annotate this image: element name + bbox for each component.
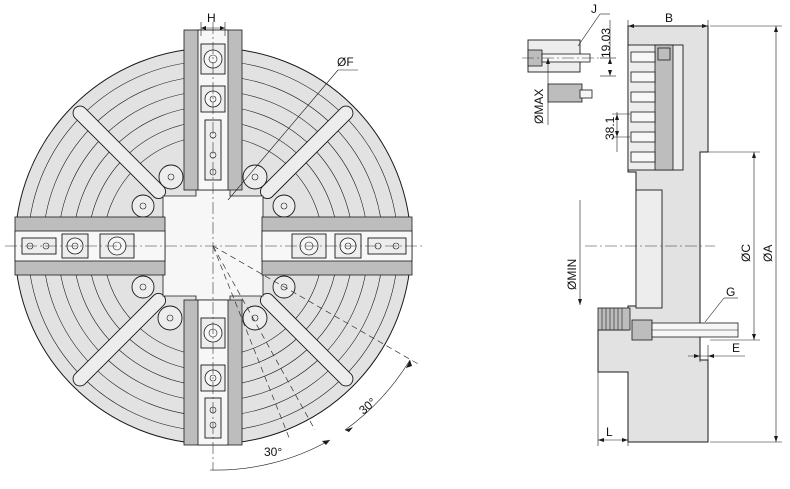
label-a: ØA (761, 245, 775, 262)
dim-38 (612, 112, 630, 152)
side-lower-jaw (597, 307, 739, 341)
label-e: E (732, 341, 740, 355)
diagonal-slots (72, 105, 354, 387)
dim-b (627, 20, 709, 40)
label-38: 38.1 (603, 116, 617, 140)
label-h: H (207, 11, 216, 25)
dim-min (578, 200, 582, 305)
label-c: ØC (739, 244, 753, 262)
dim-c (708, 151, 760, 341)
label-l: L (606, 425, 613, 439)
leader-g (704, 297, 725, 323)
dim-e (688, 340, 745, 362)
label-angle-1: 30° (356, 395, 379, 418)
side-center-bore (635, 189, 663, 309)
label-j: J (591, 2, 597, 16)
front-view: H ØF 30° 30° (5, 11, 425, 471)
dim-19 (600, 20, 616, 77)
label-angle-2: 30° (264, 445, 282, 459)
label-min: ØMIN (565, 259, 579, 290)
side-jaw-top-block (654, 44, 674, 171)
label-max: ØMAX (532, 89, 546, 124)
label-19: 19.03 (599, 28, 613, 58)
dim-l (597, 372, 629, 446)
label-b: B (665, 11, 673, 25)
leader-j (577, 13, 601, 47)
jaw-pockets (131, 164, 296, 331)
dim-max (546, 58, 550, 125)
label-f: ØF (337, 55, 354, 69)
dim-h (200, 22, 226, 36)
side-view: B J 19.03 38.1 ØMAX (522, 2, 782, 446)
angle-construction (209, 245, 421, 471)
label-g: G (726, 285, 735, 299)
side-jaw-bolts (630, 47, 671, 163)
leader-f (227, 69, 339, 201)
dim-a (710, 25, 782, 443)
